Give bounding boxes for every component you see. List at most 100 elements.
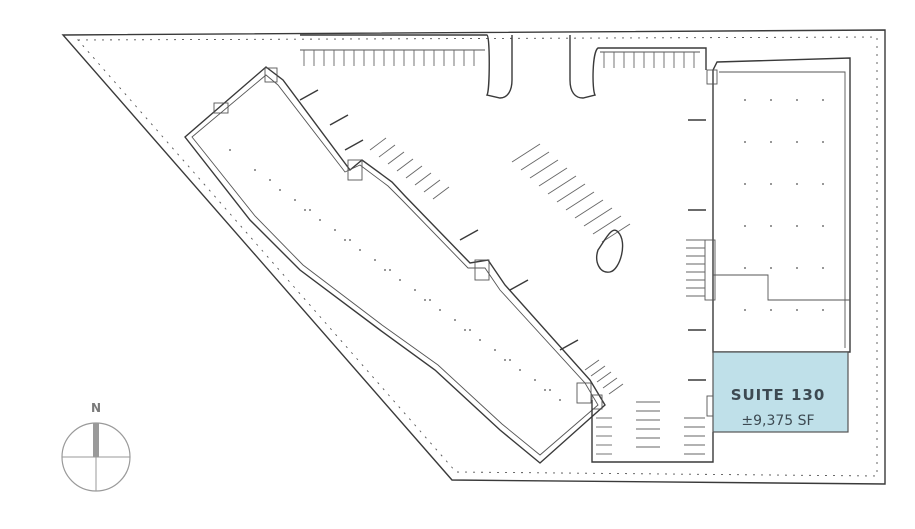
parking-stall-line bbox=[299, 89, 319, 101]
parking-stall-line bbox=[529, 159, 559, 179]
parking-bottom bbox=[596, 401, 705, 455]
column-dot bbox=[304, 209, 306, 211]
suite-130-area[interactable] bbox=[712, 351, 849, 433]
column-dot bbox=[429, 299, 431, 301]
parking-stall-line bbox=[565, 191, 595, 211]
column-dot bbox=[796, 141, 798, 143]
parking-row-top-right bbox=[600, 51, 700, 68]
column-dot bbox=[822, 267, 824, 269]
parking-stall-line bbox=[559, 339, 579, 351]
north-label: N bbox=[91, 401, 101, 415]
column-dot bbox=[770, 141, 772, 143]
column-dot bbox=[770, 183, 772, 185]
parking-along-diagonal bbox=[299, 89, 624, 395]
column-dot bbox=[744, 225, 746, 227]
column-dot bbox=[744, 183, 746, 185]
column-dot bbox=[770, 267, 772, 269]
column-dot bbox=[796, 267, 798, 269]
parking-island-curb bbox=[596, 229, 624, 273]
column-dot bbox=[494, 349, 496, 351]
column-dot bbox=[796, 309, 798, 311]
column-dot bbox=[464, 329, 466, 331]
column-dot bbox=[770, 309, 772, 311]
column-dot bbox=[479, 339, 481, 341]
parking-stall-line bbox=[583, 207, 613, 227]
parking-stall-line bbox=[601, 223, 631, 243]
parking-stall-line bbox=[344, 139, 364, 151]
column-dot bbox=[344, 239, 346, 241]
column-dot bbox=[359, 249, 361, 251]
column-dot bbox=[744, 99, 746, 101]
suite-name: SUITE 130 bbox=[731, 386, 826, 404]
column-dot bbox=[269, 179, 271, 181]
column-dot bbox=[309, 209, 311, 211]
parking-stall-line bbox=[405, 165, 423, 179]
column-dot bbox=[414, 289, 416, 291]
column-dot bbox=[822, 309, 824, 311]
column-grid-diagonal bbox=[229, 149, 561, 401]
column-dot bbox=[549, 389, 551, 391]
interior-demising-wall bbox=[713, 274, 850, 301]
column-dot bbox=[509, 359, 511, 361]
column-dot bbox=[822, 225, 824, 227]
parking-stall-line bbox=[592, 215, 622, 235]
parking-stall-line bbox=[432, 186, 450, 200]
column-dot bbox=[254, 169, 256, 171]
diagonal-building-inner bbox=[191, 74, 599, 456]
north-arrow-icon: N bbox=[61, 401, 131, 492]
parking-stall-line bbox=[387, 151, 405, 165]
suite-area: ±9,375 SF bbox=[741, 413, 814, 429]
column-dot bbox=[469, 329, 471, 331]
parking-stall-line bbox=[509, 279, 529, 291]
parking-stall-line bbox=[608, 383, 624, 395]
building-popouts bbox=[213, 67, 603, 410]
column-dot bbox=[399, 279, 401, 281]
column-grid-right bbox=[744, 99, 824, 311]
column-dot bbox=[822, 141, 824, 143]
diagonal-building bbox=[184, 66, 606, 464]
parking-stall-line bbox=[396, 158, 414, 172]
right-building-inner bbox=[719, 71, 846, 348]
column-dot bbox=[294, 199, 296, 201]
parking-stall-line bbox=[459, 229, 479, 241]
column-dot bbox=[519, 369, 521, 371]
column-dot bbox=[439, 309, 441, 311]
parking-stall-line bbox=[520, 151, 550, 171]
column-dot bbox=[229, 149, 231, 151]
column-dot bbox=[334, 229, 336, 231]
parking-stall-line bbox=[584, 359, 600, 371]
parking-stall-line bbox=[596, 371, 612, 383]
parking-stall-line bbox=[556, 183, 586, 203]
suite-130[interactable]: SUITE 130 ±9,375 SF bbox=[712, 351, 849, 433]
column-dot bbox=[822, 99, 824, 101]
parking-stall-line bbox=[574, 199, 604, 219]
column-dot bbox=[770, 99, 772, 101]
parking-stall-line bbox=[414, 172, 432, 186]
right-building bbox=[712, 57, 851, 353]
column-dot bbox=[534, 379, 536, 381]
parking-stall-line bbox=[378, 144, 396, 158]
parking-stall-line bbox=[423, 179, 441, 193]
central-parking-island bbox=[511, 143, 631, 243]
column-dot bbox=[279, 189, 281, 191]
column-dot bbox=[822, 183, 824, 185]
parking-stall-line bbox=[547, 175, 577, 195]
right-building-popouts bbox=[704, 69, 718, 417]
parking-stall-line bbox=[511, 143, 541, 163]
column-dot bbox=[744, 309, 746, 311]
parking-stall-line bbox=[369, 137, 387, 151]
column-dot bbox=[384, 269, 386, 271]
parking-stall-line bbox=[590, 365, 606, 377]
column-dot bbox=[319, 219, 321, 221]
column-dot bbox=[744, 141, 746, 143]
column-dot bbox=[559, 399, 561, 401]
column-dot bbox=[349, 239, 351, 241]
column-dot bbox=[504, 359, 506, 361]
parking-stall-line bbox=[602, 377, 618, 389]
parking-near-right-building bbox=[686, 119, 706, 381]
parking-stall-line bbox=[538, 167, 568, 187]
column-dot bbox=[796, 225, 798, 227]
parking-stall-line bbox=[329, 114, 349, 126]
entrance-drive bbox=[300, 34, 707, 99]
